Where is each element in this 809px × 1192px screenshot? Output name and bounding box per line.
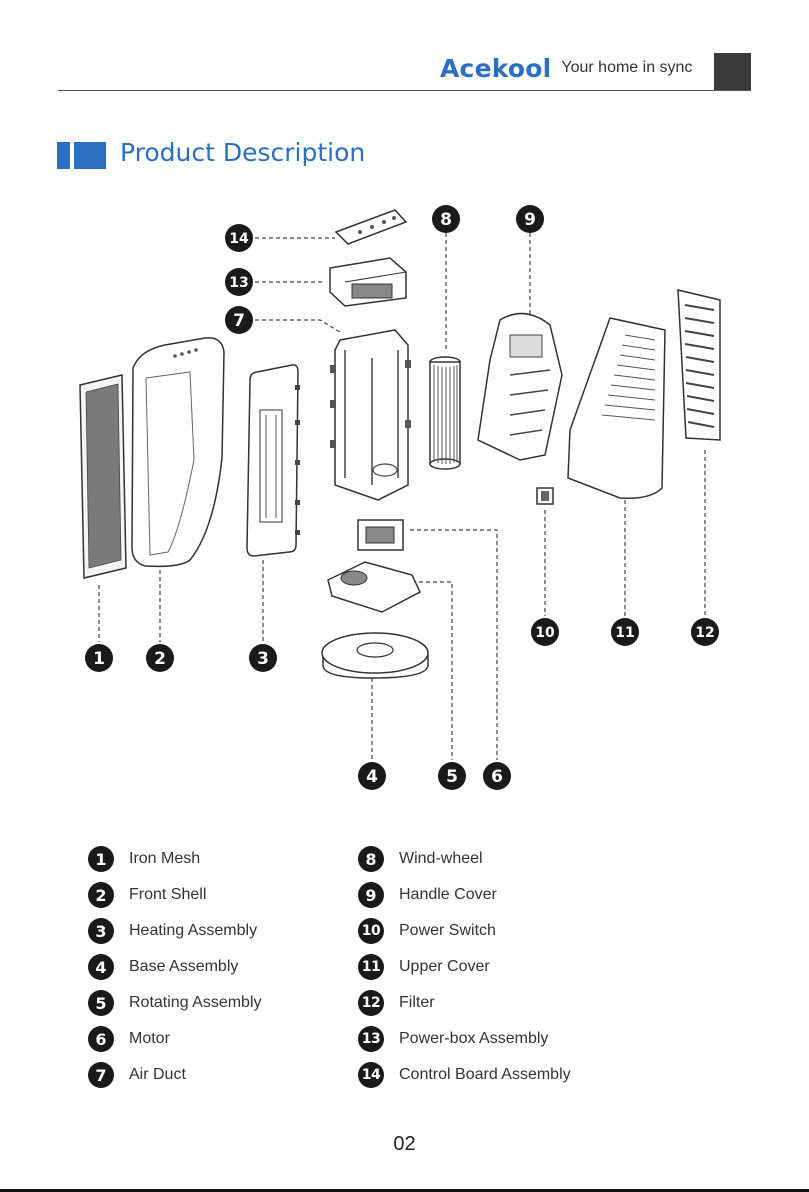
callout-9: 9 (516, 205, 544, 233)
legend-label: Handle Cover (399, 886, 497, 904)
callout-2: 2 (146, 644, 174, 672)
leader-line-7 (255, 320, 340, 332)
callout-1: 1 (85, 644, 113, 672)
legend-item: 10 Power Switch (358, 918, 496, 944)
part-air-duct (330, 330, 411, 500)
legend-item: 1 Iron Mesh (88, 846, 200, 872)
legend-label: Power Switch (399, 922, 496, 940)
part-iron-mesh (80, 375, 126, 578)
part-power-box (330, 258, 406, 306)
svg-text:8: 8 (440, 210, 452, 230)
svg-text:9: 9 (524, 210, 536, 230)
callout-11: 11 (611, 618, 639, 646)
legend-badge: 11 (358, 954, 384, 980)
legend-item: 6 Motor (88, 1026, 170, 1052)
part-power-switch (537, 488, 553, 504)
legend-item: 11 Upper Cover (358, 954, 490, 980)
legend-badge: 12 (358, 990, 384, 1016)
legend-badge: 10 (358, 918, 384, 944)
legend-item: 2 Front Shell (88, 882, 206, 908)
legend-label: Filter (399, 994, 435, 1012)
part-rotating-assembly (328, 562, 420, 612)
svg-text:10: 10 (535, 625, 555, 641)
legend-item: 12 Filter (358, 990, 435, 1016)
part-front-shell (132, 338, 224, 567)
svg-text:2: 2 (154, 649, 166, 669)
svg-text:14: 14 (229, 231, 249, 247)
svg-text:4: 4 (366, 767, 378, 787)
legend-item: 4 Base Assembly (88, 954, 238, 980)
svg-text:6: 6 (491, 767, 503, 787)
svg-text:12: 12 (695, 625, 714, 641)
legend-badge: 8 (358, 846, 384, 872)
callout-14: 14 (225, 224, 253, 252)
callout-8: 8 (432, 205, 460, 233)
legend-item: 3 Heating Assembly (88, 918, 257, 944)
part-base-assembly (322, 633, 428, 678)
legend-label: Motor (129, 1030, 170, 1048)
part-handle-cover (478, 314, 562, 460)
part-wind-wheel (430, 357, 460, 469)
legend-badge: 6 (88, 1026, 114, 1052)
part-filter (678, 290, 720, 440)
legend-label: Upper Cover (399, 958, 490, 976)
legend-badge: 7 (88, 1062, 114, 1088)
svg-text:3: 3 (257, 649, 269, 669)
legend-label: Heating Assembly (129, 922, 257, 940)
part-heating-assembly (247, 365, 300, 556)
legend-label: Wind-wheel (399, 850, 483, 868)
legend-badge: 13 (358, 1026, 384, 1052)
page-number: 02 (0, 1133, 809, 1156)
svg-text:11: 11 (615, 625, 634, 641)
svg-text:1: 1 (93, 649, 105, 669)
legend-label: Air Duct (129, 1066, 186, 1084)
legend-badge: 3 (88, 918, 114, 944)
callout-6: 6 (483, 762, 511, 790)
legend-label: Power-box Assembly (399, 1030, 548, 1048)
legend-label: Iron Mesh (129, 850, 200, 868)
callout-12: 12 (691, 618, 719, 646)
legend-badge: 4 (88, 954, 114, 980)
legend-item: 5 Rotating Assembly (88, 990, 262, 1016)
legend-badge: 2 (88, 882, 114, 908)
callout-4: 4 (358, 762, 386, 790)
legend-item: 7 Air Duct (88, 1062, 186, 1088)
part-control-board (336, 210, 406, 244)
legend-item: 8 Wind-wheel (358, 846, 483, 872)
callout-13: 13 (225, 268, 253, 296)
callout-7: 7 (225, 306, 253, 334)
legend-label: Base Assembly (129, 958, 238, 976)
svg-text:7: 7 (233, 311, 245, 331)
legend-label: Control Board Assembly (399, 1066, 571, 1084)
legend-label: Front Shell (129, 886, 206, 904)
legend-badge: 9 (358, 882, 384, 908)
legend-item: 14 Control Board Assembly (358, 1062, 571, 1088)
callout-3: 3 (249, 644, 277, 672)
part-upper-cover (568, 318, 665, 498)
legend-badge: 5 (88, 990, 114, 1016)
legend-item: 9 Handle Cover (358, 882, 497, 908)
callout-10: 10 (531, 618, 559, 646)
legend-badge: 1 (88, 846, 114, 872)
callout-5: 5 (438, 762, 466, 790)
legend-badge: 14 (358, 1062, 384, 1088)
part-motor (358, 520, 403, 550)
legend-label: Rotating Assembly (129, 994, 262, 1012)
svg-text:13: 13 (229, 275, 248, 291)
svg-text:5: 5 (446, 767, 458, 787)
legend-item: 13 Power-box Assembly (358, 1026, 548, 1052)
